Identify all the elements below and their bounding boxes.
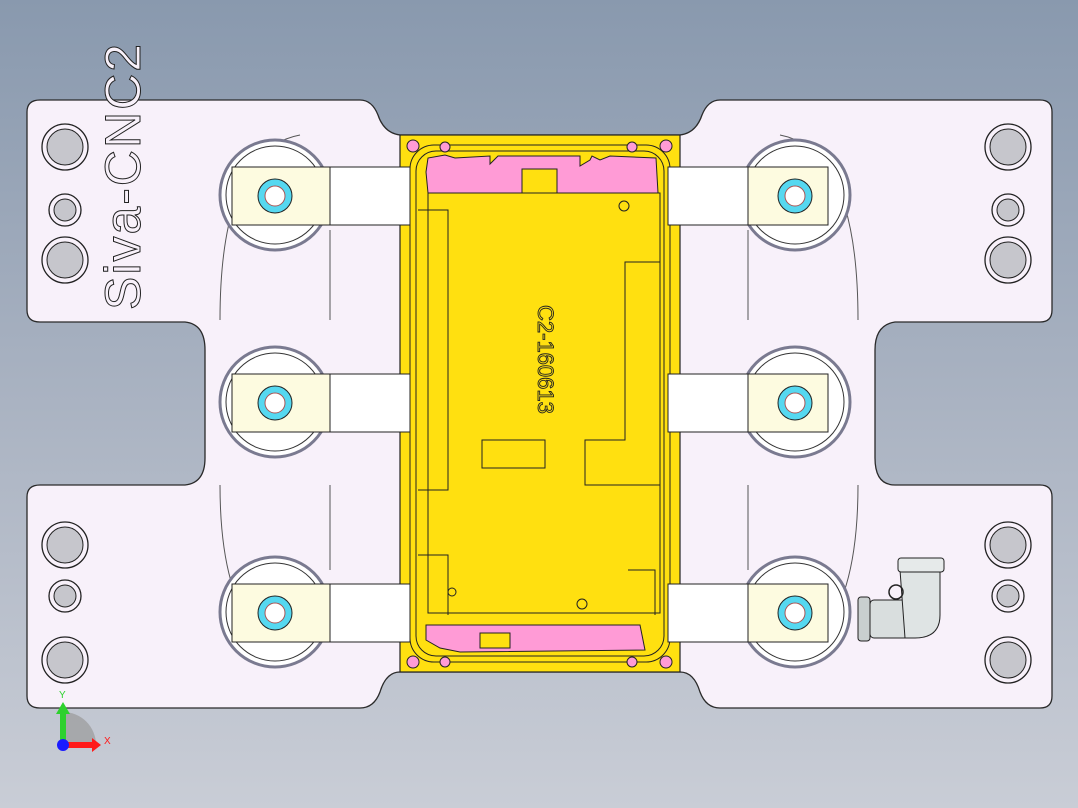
mounting-hole-bore: [53, 584, 77, 608]
pocket-bottom: [425, 624, 646, 653]
clamp[interactable]: [667, 166, 829, 226]
axis-x-label: X: [104, 736, 111, 747]
clamp[interactable]: [231, 583, 411, 643]
mounting-hole-bore: [46, 526, 84, 564]
clamp[interactable]: [667, 583, 829, 643]
part-engraving: C2-160613: [533, 305, 558, 414]
mounting-hole-bore: [989, 241, 1027, 279]
mounting-hole-bore: [989, 641, 1027, 679]
mounting-hole-bore: [996, 198, 1020, 222]
mounting-hole-bore: [53, 198, 77, 222]
mounting-hole-bore: [996, 584, 1020, 608]
clamp[interactable]: [231, 373, 411, 433]
clamp[interactable]: [231, 166, 411, 226]
workpiece[interactable]: C2-160613: [399, 134, 681, 673]
mounting-hole-bore: [46, 241, 84, 279]
plate-engraving: Siva-CNC2: [95, 42, 151, 310]
elbow-fitting[interactable]: [857, 557, 945, 642]
axis-y-label: Y: [59, 690, 66, 701]
clamp[interactable]: [667, 373, 829, 433]
mounting-hole-bore: [989, 128, 1027, 166]
mounting-hole-bore: [46, 128, 84, 166]
mounting-hole-bore: [989, 526, 1027, 564]
axis-triad: Y X: [56, 690, 111, 752]
mounting-hole-bore: [46, 641, 84, 679]
